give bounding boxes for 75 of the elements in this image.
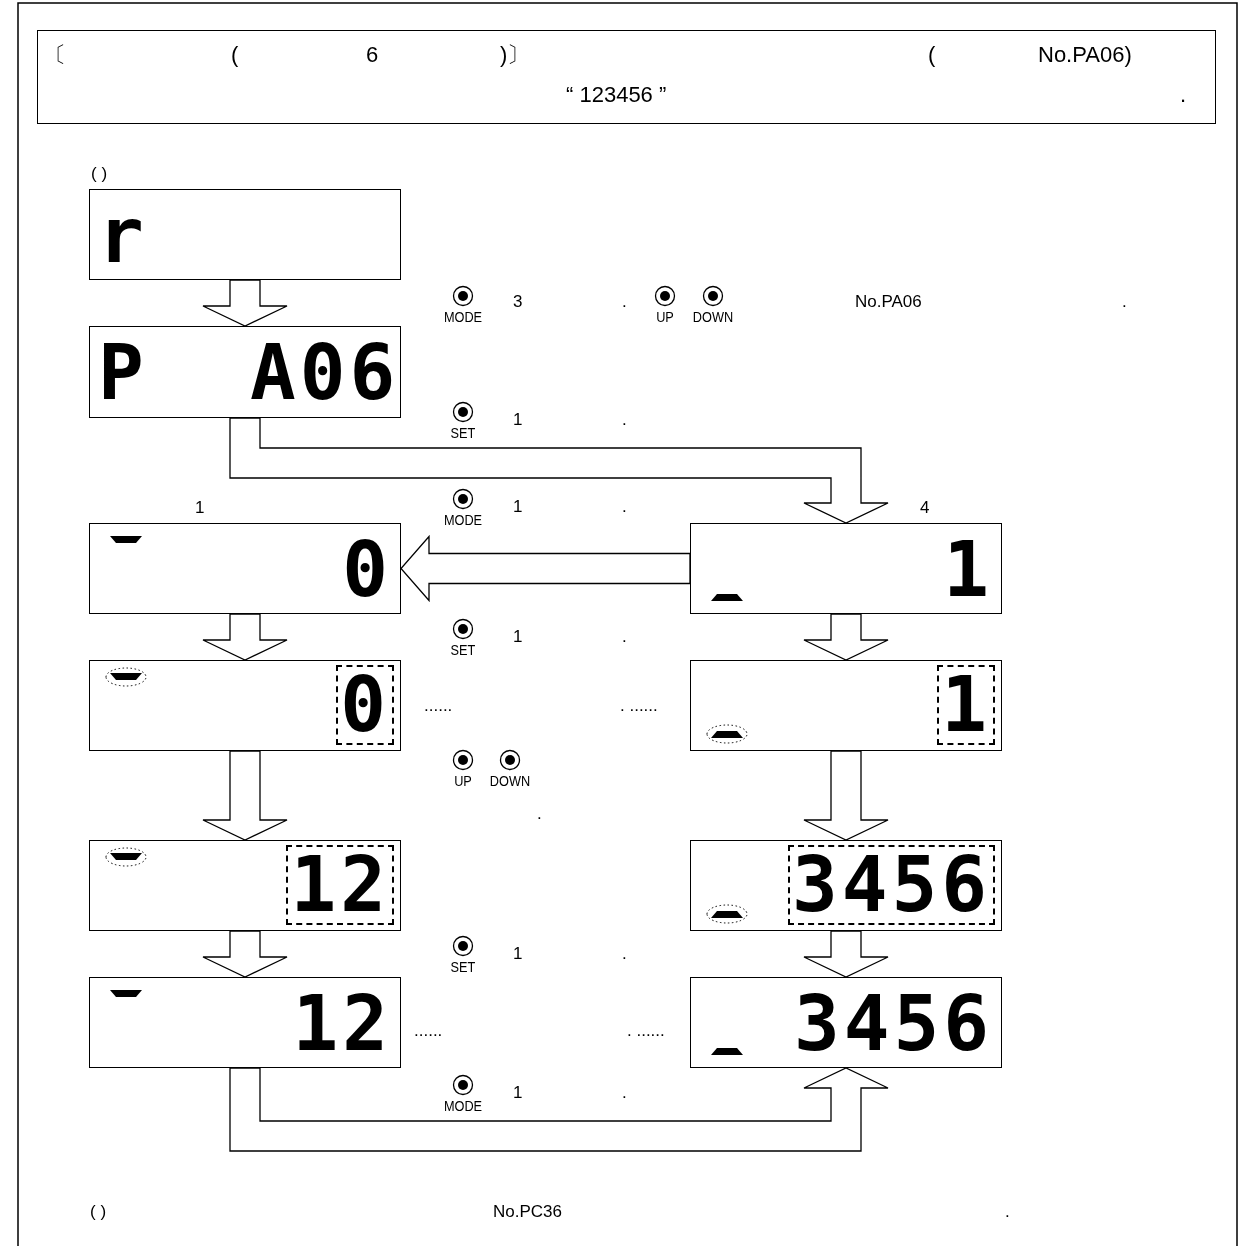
header-text: ( — [231, 43, 239, 67]
header-text: 〔 — [44, 43, 66, 67]
note-text: . — [622, 498, 627, 516]
display-digits: P — [98, 335, 148, 411]
note-text: . — [622, 293, 627, 311]
display-panel — [89, 326, 401, 418]
note-text: 1 — [513, 945, 523, 963]
button-label: MODE — [442, 511, 484, 529]
note-text: ( ) — [90, 1203, 107, 1221]
note-text: . ...... — [627, 1022, 665, 1040]
note-text: 1 — [513, 498, 523, 516]
button-label: DOWN — [488, 772, 532, 790]
note-text: . ...... — [620, 697, 658, 715]
block-arrow — [202, 613, 288, 661]
button-label: DOWN — [691, 308, 735, 326]
button-label: SET — [449, 424, 477, 442]
note-text: 3 — [513, 293, 523, 311]
header-box — [37, 30, 1216, 124]
block-arrow — [229, 417, 889, 524]
block-arrow — [400, 534, 691, 603]
note-text: 1 — [513, 411, 523, 429]
header-text: )〕 — [500, 43, 530, 67]
display-panel — [89, 977, 401, 1068]
blinking-display-digits: 1 — [937, 665, 995, 745]
block-arrow — [202, 750, 288, 841]
button-label: SET — [449, 641, 477, 659]
button-label: UP — [655, 308, 675, 326]
note-text: . — [622, 628, 627, 646]
display-panel — [690, 977, 1002, 1068]
note-text: 1 — [513, 628, 523, 646]
note-text: . — [1122, 293, 1127, 311]
display-panel — [89, 523, 401, 614]
button-label: SET — [449, 958, 477, 976]
block-arrow — [229, 1067, 889, 1152]
button-label: MODE — [442, 308, 484, 326]
note-text: . — [537, 805, 542, 823]
note-text: . — [1005, 1203, 1010, 1221]
display-panel — [690, 840, 1002, 931]
blinking-display-digits: 3456 — [787, 845, 995, 925]
button-label: MODE — [442, 1097, 484, 1115]
display-panel — [690, 523, 1002, 614]
block-arrow — [803, 750, 889, 841]
note-text: ...... — [414, 1022, 443, 1040]
note-text: . — [622, 945, 627, 963]
note-text: No.PA06 — [855, 293, 922, 311]
header-text: “ 123456 ” — [566, 83, 667, 107]
note-text: . — [622, 1084, 627, 1102]
note-text: . — [622, 411, 627, 429]
display-panel — [89, 660, 401, 751]
block-arrow — [202, 279, 288, 327]
block-arrow — [803, 930, 889, 978]
header-text: No.PA06) — [1038, 43, 1132, 67]
step-caption: 4 — [920, 499, 930, 517]
display-digits: A06 — [250, 335, 400, 411]
block-arrow — [202, 930, 288, 978]
display-digits: 3456 — [793, 986, 993, 1062]
display-panel — [690, 660, 1002, 751]
display-digits: r — [98, 198, 148, 274]
step-caption: 1 — [195, 499, 205, 517]
header-text: 6 — [366, 43, 379, 67]
note-text: 1 — [513, 1084, 523, 1102]
display-digits: 1 — [943, 532, 993, 608]
block-arrow — [803, 613, 889, 661]
display-digits: 0 — [342, 532, 392, 608]
button-label: UP — [453, 772, 473, 790]
note-text: ...... — [424, 697, 453, 715]
display-panel — [89, 840, 401, 931]
blinking-display-digits: 12 — [286, 845, 394, 925]
note-text: No.PC36 — [493, 1203, 562, 1221]
header-text: . — [1180, 83, 1187, 107]
display-digits: 12 — [292, 986, 392, 1062]
step-caption: ( ) — [91, 165, 108, 183]
blinking-display-digits: 0 — [336, 665, 394, 745]
display-panel — [89, 189, 401, 280]
header-text: ( — [928, 43, 936, 67]
